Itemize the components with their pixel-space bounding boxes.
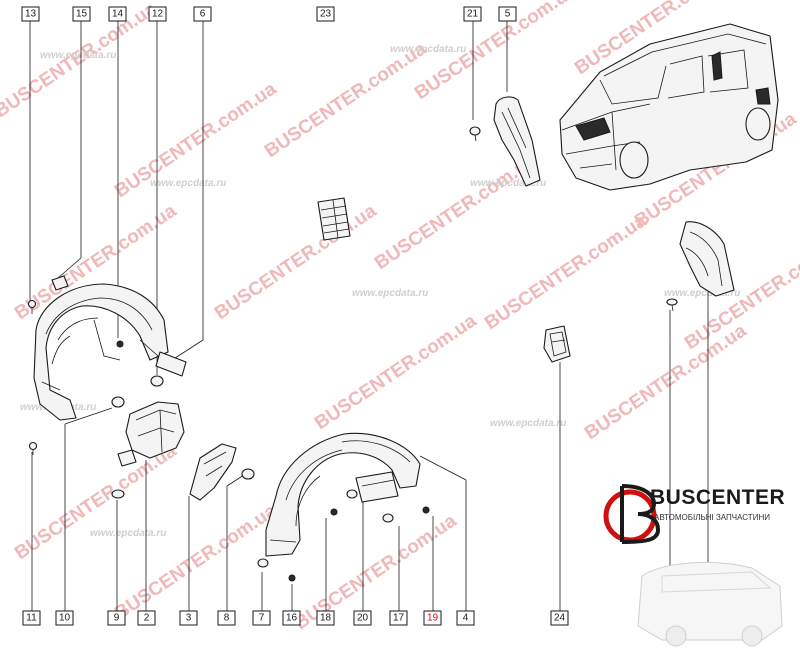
callout-9: 9: [107, 610, 126, 626]
svg-text:20: 20: [357, 613, 369, 624]
callout-24: 24: [550, 610, 569, 626]
callout-7: 7: [252, 610, 271, 626]
watermark-text: BUSCENTER.com.ua: [371, 150, 541, 274]
screw-icon: [330, 508, 338, 516]
brand-tagline: АВТОМОБІЛЬНІ ЗАПЧАСТИНИ: [654, 513, 770, 522]
watermark-text: BUSCENTER.com.ua: [261, 38, 431, 162]
inner-splash-panel: [117, 401, 185, 467]
watermark-text: BUSCENTER.com.ua: [11, 440, 181, 564]
screw-icon: [422, 506, 430, 514]
watermark-text: BUSCENTER.com.ua: [111, 500, 281, 624]
screw-icon: [28, 441, 38, 455]
callout-23: 23: [316, 6, 335, 22]
svg-text:6: 6: [200, 9, 206, 20]
svg-text:15: 15: [76, 9, 88, 20]
mud-flap-rear: [679, 221, 735, 297]
svg-text:3: 3: [186, 613, 192, 624]
watermark-text: BUSCENTER.com.ua: [581, 320, 751, 444]
epc-watermark: www.epcdata.ru: [664, 288, 740, 299]
clip-fastener: [346, 489, 358, 499]
svg-text:13: 13: [25, 9, 37, 20]
epc-watermark: www.epcdata.ru: [40, 50, 116, 61]
callout-20: 20: [353, 610, 372, 626]
clip-fastener: [51, 275, 69, 291]
clip-fastener: [382, 513, 394, 523]
epc-watermark: www.epcdata.ru: [90, 528, 166, 539]
brand-emblem: [603, 484, 783, 647]
mounting-bracket: [189, 443, 237, 501]
clip-fastener: [469, 126, 481, 142]
brand-name: BUSCENTER: [650, 486, 786, 509]
svg-text:2: 2: [144, 613, 150, 624]
callout-11: 11: [22, 610, 41, 626]
svg-text:19: 19: [427, 613, 439, 624]
brand-logo: BUSCENTER АВТОМОБІЛЬНІ ЗАПЧАСТИНИ: [602, 476, 800, 656]
clip-bracket: [543, 325, 571, 363]
callout-5: 5: [498, 6, 517, 22]
callout-18: 18: [316, 610, 335, 626]
svg-text:16: 16: [286, 613, 298, 624]
callout-4: 4: [456, 610, 475, 626]
mud-flap-front: [493, 96, 541, 187]
svg-text:4: 4: [463, 613, 469, 624]
svg-text:12: 12: [152, 9, 164, 20]
callout-6: 6: [193, 6, 212, 22]
svg-text:10: 10: [59, 613, 71, 624]
epc-watermark: www.epcdata.ru: [150, 178, 226, 189]
clip-fastener: [257, 558, 269, 568]
clip-fastener: [111, 396, 125, 408]
leader-lines: [29, 21, 709, 611]
watermark-text: BUSCENTER.com.ua: [311, 310, 481, 434]
callout-10: 10: [55, 610, 74, 626]
epc-watermark: www.epcdata.ru: [470, 178, 546, 189]
svg-text:21: 21: [467, 9, 479, 20]
callout-16: 16: [282, 610, 301, 626]
callout-19: 19: [423, 610, 442, 626]
svg-text:5: 5: [505, 9, 511, 20]
callout-15: 15: [72, 6, 91, 22]
screw-icon: [27, 299, 37, 314]
watermark-text: BUSCENTER.com.ua: [481, 210, 651, 334]
vent-grille: [317, 197, 351, 241]
svg-text:8: 8: [224, 613, 230, 624]
clip-fastener: [241, 468, 255, 480]
rear-wheel-arch-liner: [265, 432, 421, 557]
clip-fastener: [111, 489, 125, 499]
svg-text:11: 11: [26, 613, 37, 624]
svg-text:18: 18: [320, 613, 332, 624]
parts-layer: [27, 23, 779, 582]
vehicle-illustration: [559, 23, 779, 191]
svg-text:17: 17: [393, 613, 405, 624]
svg-text:7: 7: [259, 613, 265, 624]
epc-watermark: www.epcdata.ru: [490, 418, 566, 429]
screw-icon: [288, 574, 296, 582]
epc-watermark: www.epcdata.ru: [390, 44, 466, 55]
screw-icon: [116, 340, 124, 348]
callout-17: 17: [389, 610, 408, 626]
front-wheel-arch-liner: [33, 283, 187, 421]
callout-8: 8: [217, 610, 236, 626]
callout-12: 12: [148, 6, 167, 22]
clip-fastener: [150, 375, 164, 387]
epc-watermark: www.epcdata.ru: [352, 288, 428, 299]
svg-text:23: 23: [320, 9, 332, 20]
watermark-text: BUSCENTER.com.ua: [211, 200, 381, 324]
clip-fastener: [666, 298, 678, 312]
callout-2: 2: [137, 610, 156, 626]
svg-text:9: 9: [114, 613, 120, 624]
svg-text:24: 24: [554, 613, 566, 624]
callout-3: 3: [179, 610, 198, 626]
callout-21: 21: [463, 6, 482, 22]
svg-text:14: 14: [112, 9, 124, 20]
callout-13: 13: [21, 6, 40, 22]
callout-14: 14: [108, 6, 127, 22]
